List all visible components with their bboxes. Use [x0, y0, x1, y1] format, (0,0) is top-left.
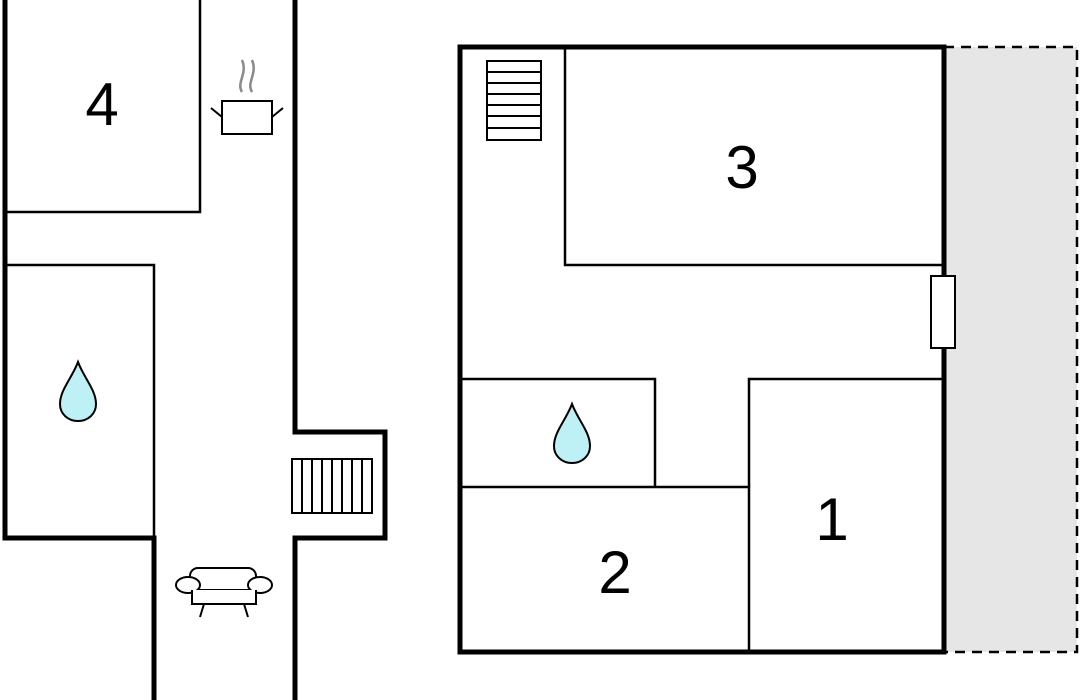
- left-floor: 4: [2, 0, 388, 700]
- room-1-label: 1: [815, 486, 848, 553]
- water-drop-icon: [552, 401, 592, 465]
- water-drop-icon: [58, 359, 98, 423]
- terrace: [944, 47, 1077, 652]
- left-floor-outer-wall: [2, 0, 388, 700]
- room-4-walls: [5, 0, 202, 214]
- room-4-label: 4: [85, 71, 118, 138]
- room-2-label: 2: [598, 539, 631, 606]
- window-icon: [930, 275, 956, 349]
- room-3-label: 3: [725, 134, 758, 201]
- cooking-pot-icon: [210, 59, 284, 135]
- terrace-border: [944, 45, 1079, 654]
- bathroom-left-walls: [5, 263, 156, 538]
- room-1-walls: [747, 377, 944, 487]
- stairs-icon-right: [486, 60, 542, 141]
- stairs-icon-left: [291, 458, 373, 514]
- right-floor: 3 2 1: [457, 44, 1079, 655]
- bathroom-right-walls: [460, 377, 657, 487]
- sofa-icon: [175, 567, 273, 618]
- right-floor-outer-wall: [457, 44, 947, 655]
- room-3-walls: [563, 47, 944, 267]
